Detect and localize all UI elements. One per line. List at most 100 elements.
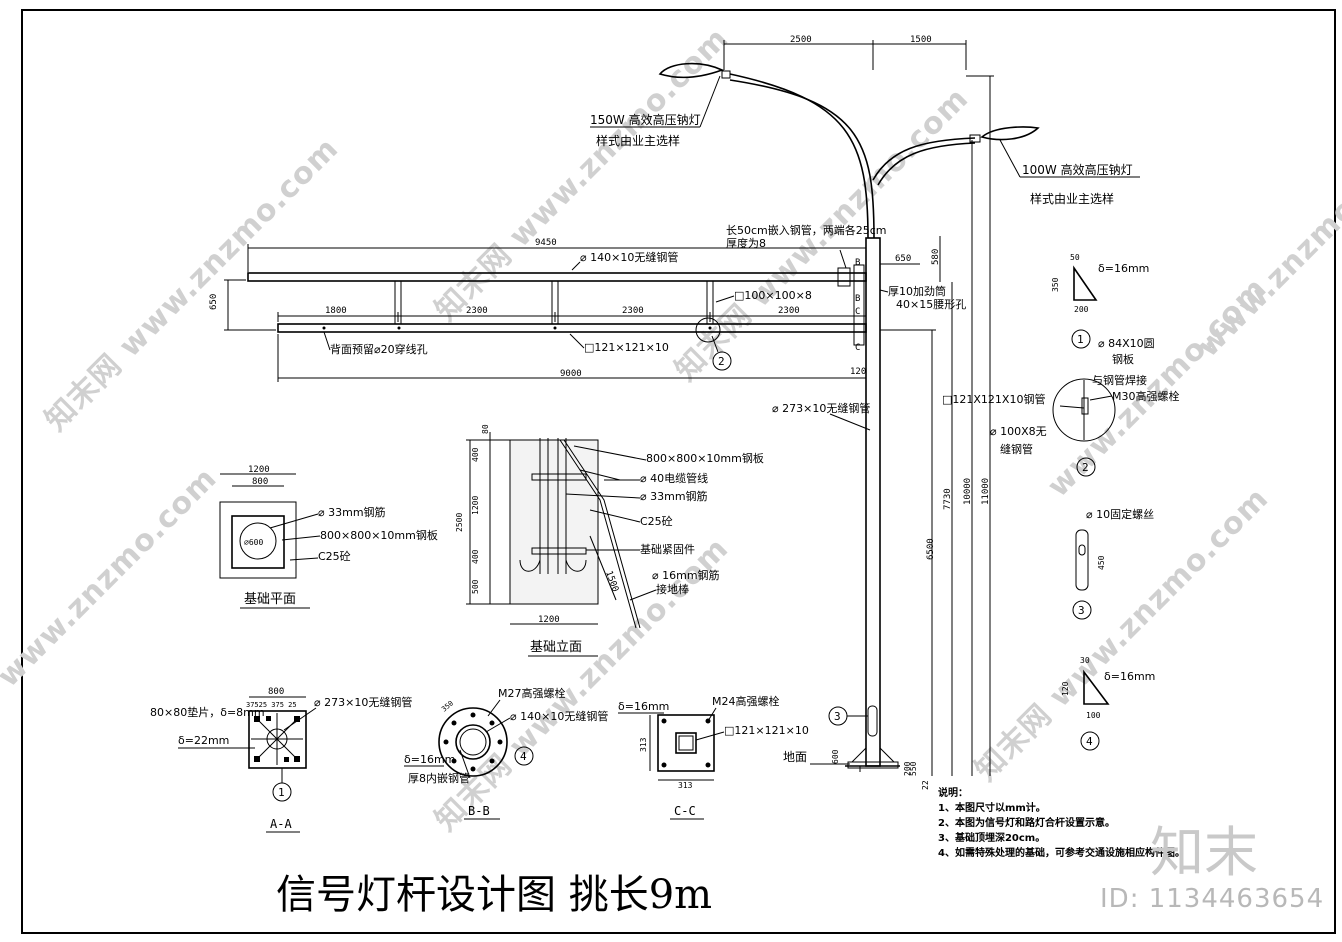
- d3-bolt: ⌀ 10固定螺丝: [1086, 507, 1154, 521]
- d4-delta: δ=16mm: [1104, 670, 1155, 683]
- foundation-elevation: 80 400 1200 400 500 2500 1200 1500 800×8…: [455, 424, 764, 657]
- dim-11000: 11000: [981, 478, 991, 505]
- fp-concrete: C25砼: [318, 550, 351, 563]
- fe-w1200: 1200: [538, 615, 560, 625]
- mark-c2: C: [855, 343, 860, 353]
- lamp-arms: [658, 62, 1040, 239]
- fp-circle-label: ⌀600: [244, 538, 263, 547]
- foundation-plan: ⌀600 1200 800 ⌀ 33mm钢筋 800×800×10mm钢板 C2…: [219, 465, 438, 609]
- dim-1800: 1800: [325, 306, 347, 316]
- label-m30: M30高强螺栓: [1112, 389, 1180, 403]
- bb-inner: 厚8内嵌钢管: [408, 771, 470, 785]
- bb-350: 350: [440, 699, 455, 713]
- label-pipe100-2: 缝钢管: [1000, 442, 1033, 456]
- arm-labels: ⌀ 140×10无缝钢管 长50cm嵌入钢管，两端各25cm 厚度为8 □100…: [323, 223, 966, 765]
- fp-plate: 800×800×10mm钢板: [320, 528, 438, 542]
- section-bb: 350 M27高强螺栓 ⌀ 140×10无缝钢管 δ=16mm 厚8内嵌钢管 4…: [404, 686, 608, 820]
- fe-1200: 1200: [471, 496, 480, 515]
- mark-c1: C: [855, 307, 860, 317]
- height-dimensions: 6500 7730 10000 11000 600 200 22 550: [831, 75, 994, 790]
- dim-6500: 6500: [926, 538, 936, 560]
- dim-2300-b: 2300: [622, 306, 644, 316]
- mark-b1: B: [855, 258, 860, 268]
- callout-3-number: 3: [834, 710, 841, 723]
- bb-number: 4: [520, 750, 527, 763]
- label-pipe140: ⌀ 140×10无缝钢管: [580, 250, 678, 264]
- aa-number: 1: [278, 786, 285, 799]
- section-cc: δ=16mm M24高强螺栓 □121×121×10 313 313 C-C: [618, 694, 809, 820]
- note-3: 3、基础顶埋深20cm。: [938, 833, 1046, 844]
- dim-2300-c: 2300: [778, 306, 800, 316]
- drawing-title: 信号灯杆设计图 挑长9m: [276, 872, 713, 918]
- lamp1-style: 样式由业主选样: [596, 133, 680, 148]
- fe-2500: 2500: [455, 513, 464, 532]
- bb-pipe: ⌀ 140×10无缝钢管: [510, 709, 608, 723]
- label-stiffener: 厚10加劲筒: [888, 284, 946, 298]
- detail-2: ⌀ 84X10圆 钢板 与钢管焊接 M30高强螺栓 □121X121X10钢管 …: [942, 337, 1180, 477]
- dim-9000: 9000: [560, 369, 582, 379]
- fp-1200: 1200: [248, 465, 270, 475]
- design-notes: 说明： 1、本图尺寸以mm计。 2、本图为信号灯和路灯合杆设置示意。 3、基础顶…: [938, 786, 1185, 861]
- aa-delta22: δ=22mm: [178, 734, 229, 747]
- fe-rebar16: ⌀ 16mm钢筋: [652, 568, 720, 582]
- fe-plate: 800×800×10mm钢板: [646, 451, 764, 465]
- top-dimension: 2500 1500: [723, 35, 967, 70]
- lamp2-style: 样式由业主选样: [1030, 191, 1114, 206]
- dim-200: 200: [903, 761, 912, 776]
- label-plate84-2: 钢板: [1112, 352, 1134, 366]
- label-pipe100-1: ⌀ 100X8无: [990, 425, 1047, 438]
- fe-concrete: C25砼: [640, 515, 673, 528]
- detail-4: 30 120 100 δ=16mm 4: [1061, 656, 1155, 751]
- d1-delta: δ=16mm: [1098, 262, 1149, 275]
- mark-b2: B: [855, 294, 860, 304]
- label-sq100: □100×100×8: [734, 289, 812, 302]
- label-slot: 40×15腰形孔: [896, 298, 966, 311]
- fp-caption: 基础平面: [244, 592, 296, 607]
- dim-1500: 1500: [910, 35, 932, 45]
- cc-tube: □121×121×10: [724, 724, 809, 737]
- dim-650-right: 650: [895, 254, 911, 264]
- d4-30: 30: [1080, 656, 1090, 665]
- fe-rebar: ⌀ 33mm钢筋: [640, 489, 708, 503]
- d1-200: 200: [1074, 305, 1089, 314]
- dim-550: 550: [909, 761, 918, 776]
- dim-650-left: 650: [209, 294, 219, 310]
- d4-100: 100: [1086, 711, 1101, 720]
- d3-number: 3: [1078, 604, 1085, 617]
- fe-1500: 1500: [603, 570, 620, 594]
- fe-fastener: 基础紧固件: [640, 543, 695, 556]
- dim-2300-a: 2300: [466, 306, 488, 316]
- d4-120: 120: [1061, 681, 1070, 696]
- detail-1: 50 350 200 δ=16mm 1: [1051, 253, 1149, 349]
- label-embed-2: 厚度为8: [726, 236, 766, 250]
- aa-sub: 37525 375 25: [246, 701, 297, 709]
- label-embed-1: 长50cm嵌入钢管，两端各25cm: [726, 223, 887, 237]
- label-sq121b: □121X121X10钢管: [942, 392, 1045, 406]
- signal-arm: [247, 264, 867, 346]
- bb-delta: δ=16mm: [404, 753, 455, 766]
- cc-313b: 313: [678, 781, 693, 790]
- label-plate84-3: 与钢管焊接: [1092, 373, 1147, 387]
- dim-22: 22: [921, 780, 930, 790]
- callout-2-number: 2: [718, 355, 725, 368]
- d4-number: 4: [1086, 735, 1093, 748]
- lamp-head-1: [658, 62, 725, 79]
- main-pole: [845, 237, 900, 772]
- dim-2500: 2500: [790, 35, 812, 45]
- dim-7730: 7730: [943, 488, 953, 510]
- label-plate84-1: ⌀ 84X10圆: [1098, 337, 1155, 350]
- fe-400b: 400: [471, 549, 480, 564]
- lamp-labels: 150W 高效高压钠灯 样式由业主选样 100W 高效高压钠灯 样式由业主选样: [590, 75, 1140, 206]
- aa-caption: A-A: [270, 817, 292, 831]
- fe-500: 500: [471, 579, 480, 594]
- dim-120: 120: [850, 367, 866, 377]
- note-4: 4、如需特殊处理的基础，可参考交通设施相应构件图。: [938, 848, 1185, 859]
- d3-450: 450: [1097, 555, 1106, 570]
- watermark-id: ID: 1134463654: [1100, 884, 1325, 914]
- fe-cable: ⌀ 40电缆管线: [640, 471, 708, 485]
- aa-pipe: ⌀ 273×10无缝钢管: [314, 695, 412, 709]
- detail-3: ⌀ 10固定螺丝 450 3: [1072, 507, 1154, 620]
- dim-580: 580: [931, 249, 941, 265]
- d1-50: 50: [1070, 253, 1080, 262]
